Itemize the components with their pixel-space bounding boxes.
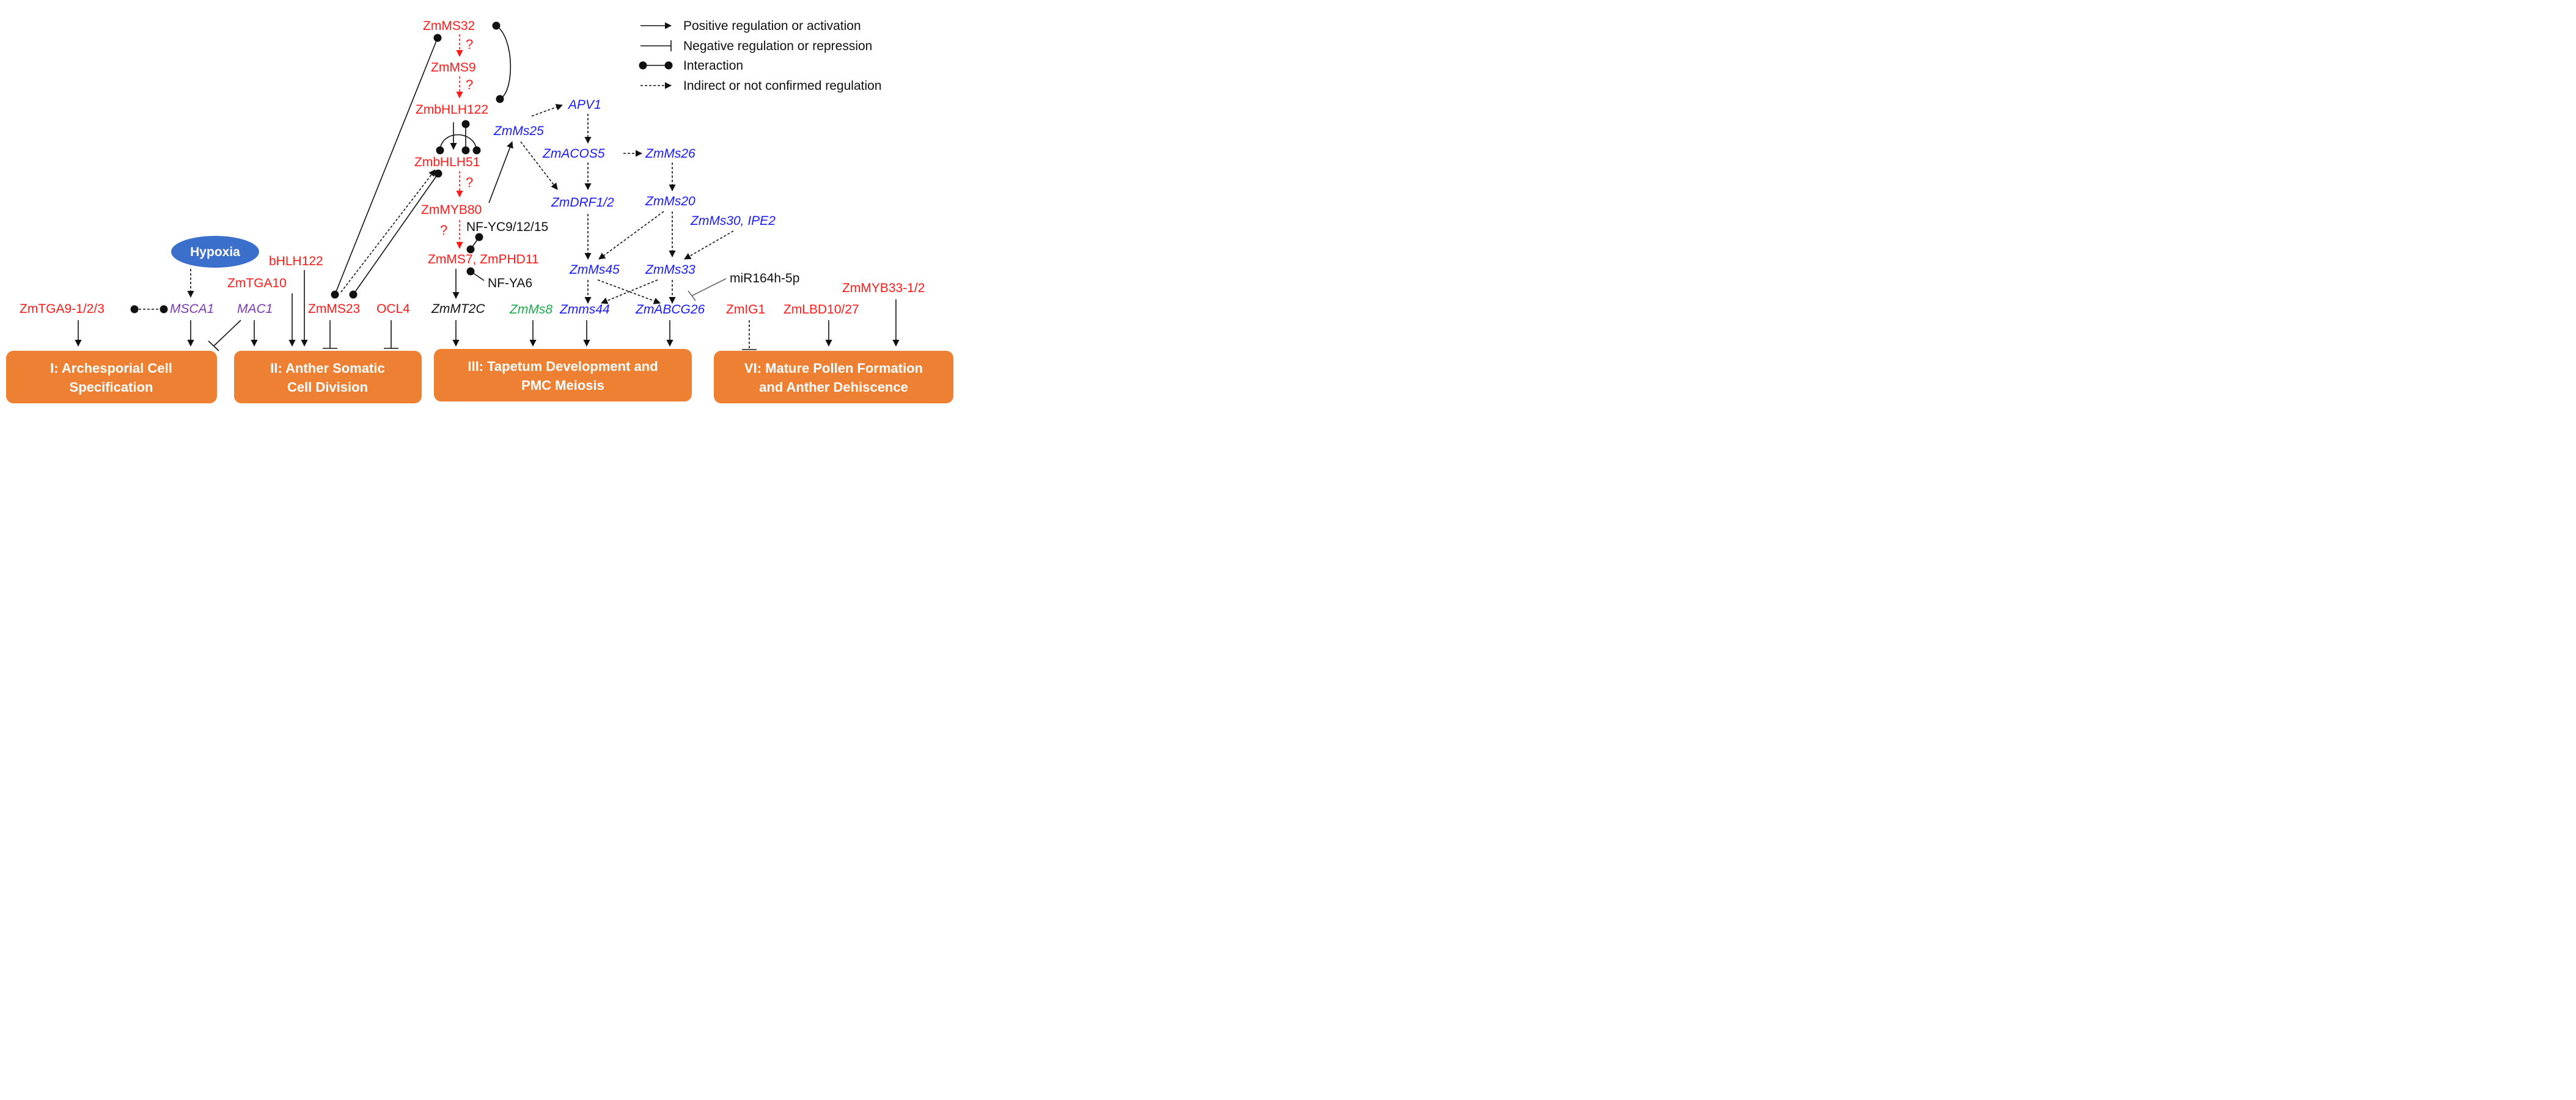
legend-interaction-label: Interaction bbox=[683, 59, 743, 73]
gene-zmms30-ipe2: ZmMs30, IPE2 bbox=[690, 214, 776, 228]
stage-4-title-line2: and Anther Dehiscence bbox=[759, 380, 908, 395]
stage-1-title-line1: I: Archesporial Cell bbox=[50, 361, 172, 376]
gene-zmms20: ZmMs20 bbox=[645, 194, 695, 208]
gene-msca1: MSCA1 bbox=[170, 302, 214, 316]
gene-zmms45: ZmMs45 bbox=[569, 263, 620, 277]
stage-3-title-line2: PMC Meiosis bbox=[521, 378, 604, 393]
gene-zmbhlh51: ZmbHLH51 bbox=[414, 155, 480, 169]
hypoxia-ellipse bbox=[171, 236, 259, 268]
gene-mir164h-5p: miR164h-5p bbox=[730, 271, 799, 285]
gene-nf-yc: NF-YC9/12/15 bbox=[466, 220, 548, 234]
gene-zmabcg26: ZmABCG26 bbox=[635, 302, 705, 317]
stage-3-box: III: Tapetum Development and PMC Meiosis bbox=[434, 349, 692, 402]
question-mark-1: ? bbox=[466, 37, 473, 52]
regulatory-network-diagram: Positive regulation or activation Negati… bbox=[6, 19, 953, 403]
gene-zmmt2c: ZmMT2C bbox=[431, 302, 485, 316]
gene-zmtga10: ZmTGA10 bbox=[227, 276, 287, 290]
stage-2-title-line1: II: Anther Somatic bbox=[270, 361, 384, 376]
gene-apv1: APV1 bbox=[567, 98, 601, 112]
gene-zmlbd10-27: ZmLBD10/27 bbox=[783, 302, 859, 317]
gene-ocl4: OCL4 bbox=[376, 302, 410, 316]
gene-zmms7-zmphd11: ZmMS7, ZmPHD11 bbox=[428, 252, 539, 266]
gene-zmmyb80: ZmMYB80 bbox=[421, 203, 482, 217]
gene-zmms25: ZmMs25 bbox=[493, 124, 544, 138]
legend: Positive regulation or activation Negati… bbox=[639, 19, 882, 93]
legend-positive-label: Positive regulation or activation bbox=[683, 19, 861, 33]
gene-zmig1: ZmIG1 bbox=[726, 302, 765, 317]
gene-zmmyb33: ZmMYB33-1/2 bbox=[842, 281, 925, 295]
stage-4-title-line1: VI: Mature Pollen Formation bbox=[744, 361, 923, 376]
gene-zmdrf: ZmDRF1/2 bbox=[551, 196, 614, 210]
question-mark-2: ? bbox=[466, 77, 473, 92]
gene-zmms9: ZmMS9 bbox=[431, 61, 476, 75]
question-mark-3: ? bbox=[466, 175, 473, 190]
gene-nf-ya6: NF-YA6 bbox=[488, 276, 532, 290]
gene-zmbhlh122: ZmbHLH122 bbox=[416, 103, 488, 117]
stage-4-box: VI: Mature Pollen Formation and Anther D… bbox=[714, 351, 953, 403]
gene-zmms33: ZmMs33 bbox=[645, 263, 695, 277]
gene-zmms23: ZmMS23 bbox=[308, 302, 360, 316]
stage-2-box: II: Anther Somatic Cell Division bbox=[234, 351, 422, 403]
gene-zmms8: ZmMs8 bbox=[509, 302, 552, 317]
hypoxia-label: Hypoxia bbox=[190, 245, 240, 259]
gene-mac1: MAC1 bbox=[237, 302, 273, 316]
gene-bhlh122: bHLH122 bbox=[269, 254, 323, 268]
stage-3-title-line1: III: Tapetum Development and bbox=[468, 359, 658, 374]
gene-zmtga9: ZmTGA9-1/2/3 bbox=[20, 302, 105, 316]
legend-negative-label: Negative regulation or repression bbox=[683, 39, 872, 53]
stage-arrows bbox=[75, 270, 900, 351]
gene-zmacos5: ZmACOS5 bbox=[542, 147, 605, 161]
gene-zmms44: Zmms44 bbox=[559, 302, 610, 317]
legend-indirect-label: Indirect or not confirmed regulation bbox=[683, 79, 882, 93]
stage-1-box: I: Archesporial Cell Specification bbox=[6, 351, 217, 403]
question-mark-4: ? bbox=[440, 222, 447, 238]
stage-1-title-line2: Specification bbox=[70, 380, 153, 395]
stage-2-title-line2: Cell Division bbox=[287, 380, 368, 395]
gene-zmms32: ZmMS32 bbox=[423, 19, 475, 33]
gene-zmms26: ZmMs26 bbox=[645, 147, 695, 161]
